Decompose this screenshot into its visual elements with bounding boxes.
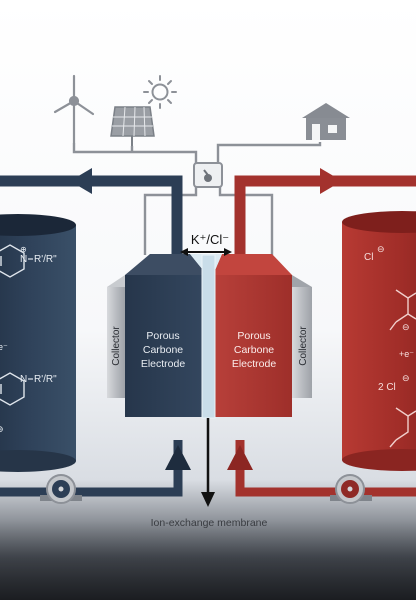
red-up-arrow	[227, 445, 253, 470]
left-plus-sign: ⊕	[0, 424, 4, 434]
left-collector-label: Collector	[111, 326, 122, 366]
right-cl-bottom: 2 Cl	[378, 382, 396, 393]
right-cl-top: Cl	[364, 252, 373, 263]
membrane-pointer-arrow	[201, 418, 215, 507]
pump-icon	[330, 474, 372, 504]
red-flow-arrow	[320, 168, 342, 194]
sun-icon	[143, 75, 177, 109]
right-collector-label: Collector	[298, 326, 309, 366]
left-e-label: e⁻	[0, 342, 8, 352]
left-charge-top: ⊕	[20, 245, 27, 254]
wiring	[72, 142, 322, 255]
left-electrode-line2: Carbone	[143, 344, 183, 356]
switch-icon	[193, 162, 223, 188]
left-collector	[107, 287, 125, 398]
house-icon	[302, 103, 350, 140]
left-bond-lines	[28, 258, 33, 380]
solar-panel-icon	[110, 106, 155, 146]
right-electrode-line1: Porous	[237, 330, 270, 342]
ion-label: K⁺/Cl⁻	[191, 232, 229, 247]
membrane	[201, 254, 216, 419]
left-tank	[0, 214, 76, 472]
left-n-top: N	[20, 254, 27, 265]
left-n-bottom: N	[20, 374, 27, 385]
left-formula-bottom: R'/R"	[34, 374, 57, 385]
right-minus-side: ⊖	[402, 322, 410, 332]
electrochemical-cell	[107, 254, 312, 419]
left-electrode	[125, 275, 207, 417]
red-outflow-pipe	[234, 175, 416, 262]
right-electrode	[213, 275, 292, 417]
right-electrode-line2: Carbone	[234, 344, 274, 356]
wind-turbine-icon	[53, 74, 95, 145]
ion-double-arrow	[180, 248, 232, 256]
right-minus-bottom: ⊖	[402, 373, 410, 383]
right-tank	[342, 211, 416, 471]
left-tank-molecules	[0, 244, 25, 406]
left-formula-top: R'/R"	[34, 254, 57, 265]
right-e-label: +e⁻	[399, 349, 414, 359]
navy-flow-arrow	[70, 168, 92, 194]
right-electrode-line3: Electrode	[232, 358, 277, 370]
right-minus-top: ⊖	[377, 244, 385, 254]
pump-icon	[40, 474, 82, 504]
right-tank-molecules	[389, 289, 416, 448]
left-electrode-line3: Electrode	[141, 358, 186, 370]
floor-shadow	[0, 520, 416, 600]
navy-up-arrow	[165, 445, 191, 470]
left-electrode-line1: Porous	[146, 330, 179, 342]
right-collector	[292, 287, 312, 398]
navy-outflow-pipe	[0, 175, 183, 262]
